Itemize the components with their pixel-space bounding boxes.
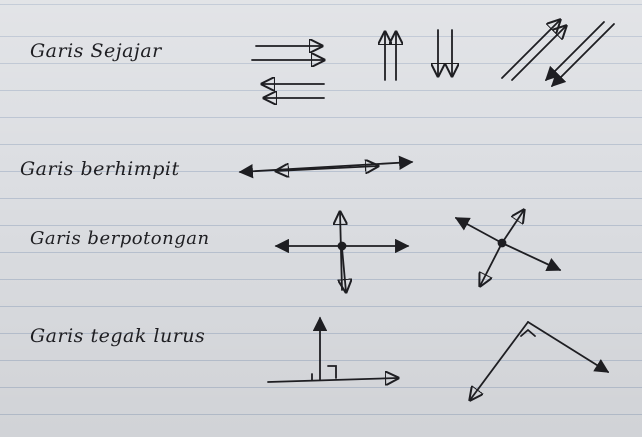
- parallel-vertical-up-lines: [385, 32, 396, 81]
- parallel-vertical-down-lines: [438, 29, 452, 76]
- intersecting-x: [454, 210, 562, 286]
- coincident-lines: [238, 155, 414, 179]
- intersecting-cross: [274, 212, 410, 292]
- perpendicular-upright: [267, 316, 398, 382]
- label-garis-berhimpit: Garis berhimpit: [20, 158, 180, 180]
- perpendicular-v: [470, 321, 610, 400]
- label-garis-tegak-lurus: Garis tegak lurus: [30, 325, 206, 347]
- label-garis-sejajar: Garis Sejajar: [30, 40, 162, 62]
- parallel-horizontal-lines: [251, 46, 324, 98]
- parallel-diagonal-lines: [501, 20, 615, 88]
- label-garis-berpotongan: Garis berpotongan: [30, 228, 210, 249]
